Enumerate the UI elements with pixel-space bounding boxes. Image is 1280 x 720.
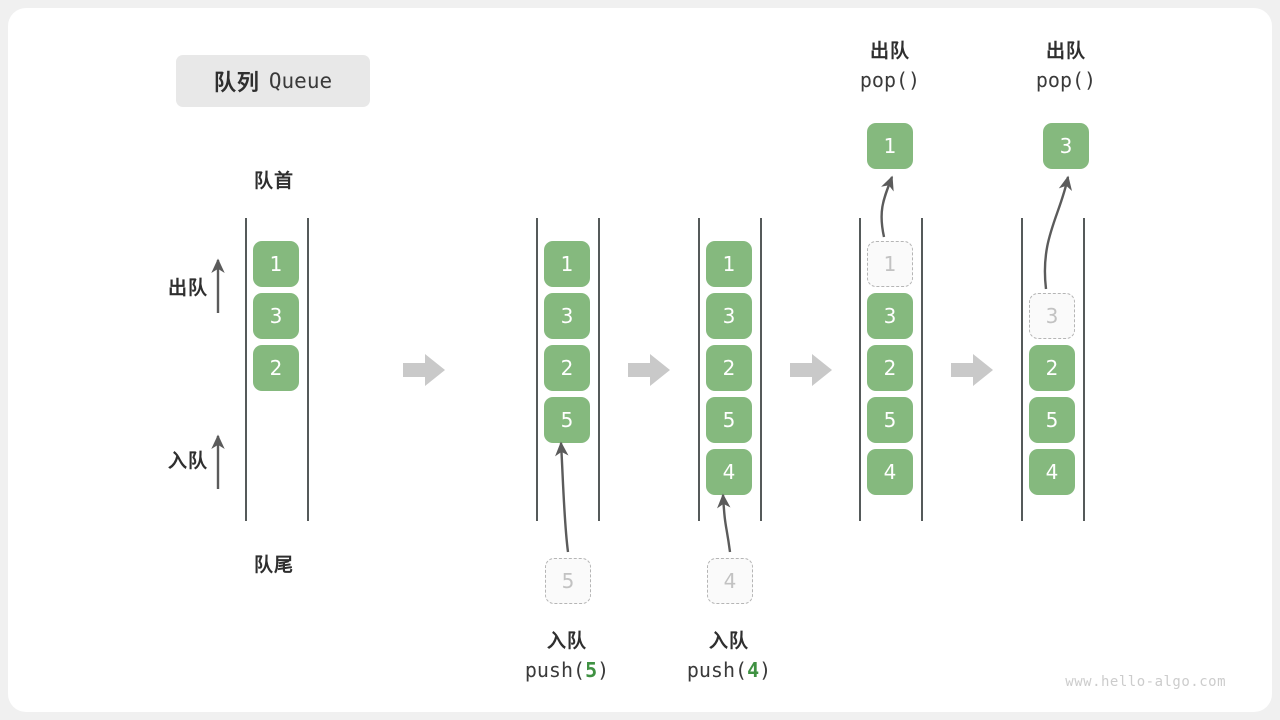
queue-element: 4: [867, 449, 913, 495]
queue-element: 3: [706, 293, 752, 339]
step-arrow-icon: [628, 354, 670, 386]
static-arrow-layer: [211, 175, 1072, 553]
title-badge: 队列 Queue: [176, 55, 370, 107]
pop-arrow: [880, 175, 894, 238]
incoming-ghost-element: 4: [707, 558, 753, 604]
queue-rail-right: [307, 218, 309, 521]
pop-caption-code: pop(): [1035, 67, 1097, 92]
step-arrow-glyph: [790, 354, 832, 386]
queue-element: 5: [1029, 397, 1075, 443]
queue-tail-label: 队尾: [253, 555, 294, 576]
step-arrow-1: [403, 353, 445, 387]
step-arrow-3: [790, 353, 832, 387]
pop-caption: 出队 pop(): [807, 38, 973, 95]
queue-element: 1: [706, 241, 752, 287]
queue-rail-right: [760, 218, 762, 521]
step-arrow-glyph: [628, 354, 670, 386]
step-arrow-4: [951, 353, 993, 387]
queue-rail-left: [859, 218, 861, 521]
enqueue-label: 入队: [167, 451, 208, 472]
incoming-ghost-element: 5: [545, 558, 591, 604]
pop-caption: 出队 pop(): [983, 38, 1149, 95]
queue-rail-left: [245, 218, 247, 521]
queue-element: 2: [544, 345, 590, 391]
push-caption-code: push(4): [686, 657, 772, 682]
dequeue-label: 出队: [167, 278, 208, 299]
queue-element: 3: [253, 293, 299, 339]
queue-element: 2: [1029, 345, 1075, 391]
queue-rail-left: [536, 218, 538, 521]
queue-element: 1: [544, 241, 590, 287]
queue-rail-right: [598, 218, 600, 521]
popped-element: 3: [1043, 123, 1089, 169]
push-caption: 入队 push(5): [484, 628, 650, 685]
push-caption-cn: 入队: [546, 631, 587, 652]
push-arrow: [555, 441, 570, 553]
queue-element: 4: [706, 449, 752, 495]
pop-caption-cn: 出队: [869, 41, 910, 62]
queue-head-label: 队首: [253, 171, 294, 192]
push-caption-code: push(5): [524, 657, 610, 682]
queue-element-ghost: 1: [867, 241, 913, 287]
push-caption: 入队 push(4): [646, 628, 812, 685]
queue-element: 3: [867, 293, 913, 339]
push-caption-value: 5: [585, 657, 598, 682]
step-arrow-2: [628, 353, 670, 387]
push-caption-value: 4: [747, 657, 760, 682]
queue-element: 5: [544, 397, 590, 443]
title-cn: 队列: [213, 70, 260, 95]
queue-element: 5: [867, 397, 913, 443]
diagram-stage: 1 3 2 1 3 2 5 5 入队 push(5) 1 3 2 5 4 4 入队 push(4) 1 3 2 5 4 1 出队…: [8, 8, 1272, 712]
queue-element: 5: [706, 397, 752, 443]
step-arrow-glyph: [403, 354, 445, 386]
push-caption-cn: 入队: [708, 631, 749, 652]
pop-caption-code: pop(): [859, 67, 921, 92]
pop-arrow: [1043, 175, 1072, 290]
title-en: Queue: [268, 69, 333, 93]
queue-element: 3: [544, 293, 590, 339]
queue-element: 2: [867, 345, 913, 391]
diagram-canvas: 队列 Queue 队首 队尾 出队 入队 1 3 2 1 3 2 5 5 入队 push(5) 1 3…: [8, 8, 1272, 712]
step-arrow-icon: [403, 354, 445, 386]
queue-element: 2: [706, 345, 752, 391]
step-arrow-icon: [951, 354, 993, 386]
queue-rail-right: [921, 218, 923, 521]
push-arrow: [717, 493, 732, 553]
queue-element: 2: [253, 345, 299, 391]
popped-element: 1: [867, 123, 913, 169]
watermark: www.hello-algo.com: [1065, 674, 1226, 690]
queue-element: 4: [1029, 449, 1075, 495]
pop-caption-cn: 出队: [1045, 41, 1086, 62]
step-arrow-glyph: [951, 354, 993, 386]
queue-element: 1: [253, 241, 299, 287]
step-arrow-icon: [790, 354, 832, 386]
queue-rail-left: [698, 218, 700, 521]
queue-element-ghost: 3: [1029, 293, 1075, 339]
queue-rail-left: [1021, 218, 1023, 521]
queue-rail-right: [1083, 218, 1085, 521]
